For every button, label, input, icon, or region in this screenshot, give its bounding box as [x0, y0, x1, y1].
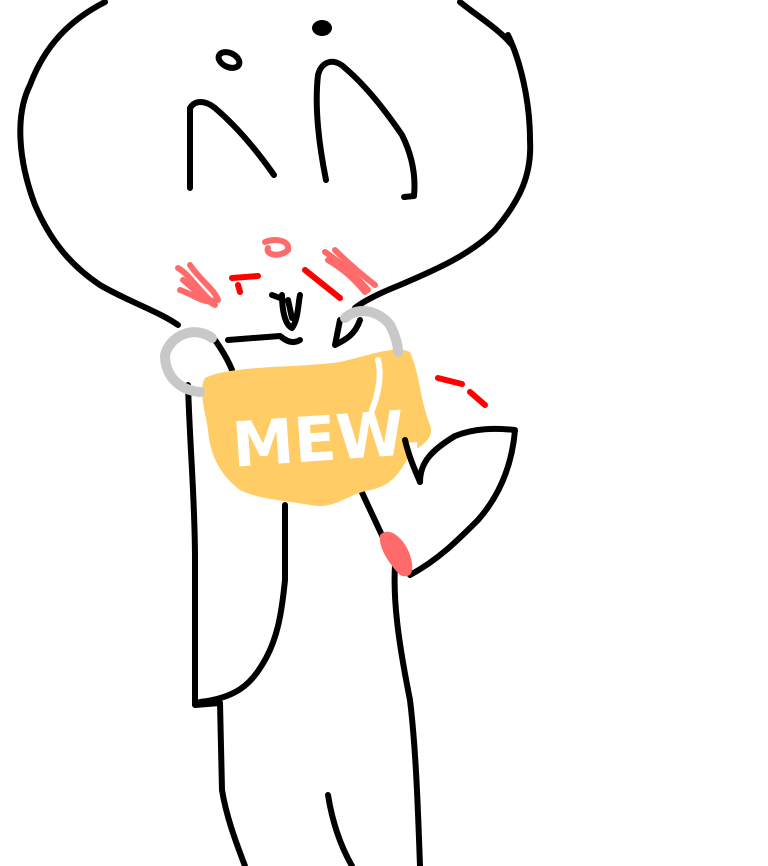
mouth	[269, 292, 303, 331]
arm-outline-top	[402, 437, 423, 485]
body	[185, 317, 518, 866]
blush-arm	[379, 531, 413, 577]
blush-marks	[175, 237, 378, 308]
sign: MEW.	[201, 349, 431, 507]
left-brow	[187, 99, 277, 191]
left-eye	[215, 49, 243, 71]
sign-hooks	[159, 306, 403, 397]
sign-text: MEW.	[230, 396, 426, 482]
right-eye	[312, 20, 332, 36]
head	[17, 0, 534, 328]
right-brow	[313, 58, 418, 200]
red-marks	[229, 267, 488, 408]
